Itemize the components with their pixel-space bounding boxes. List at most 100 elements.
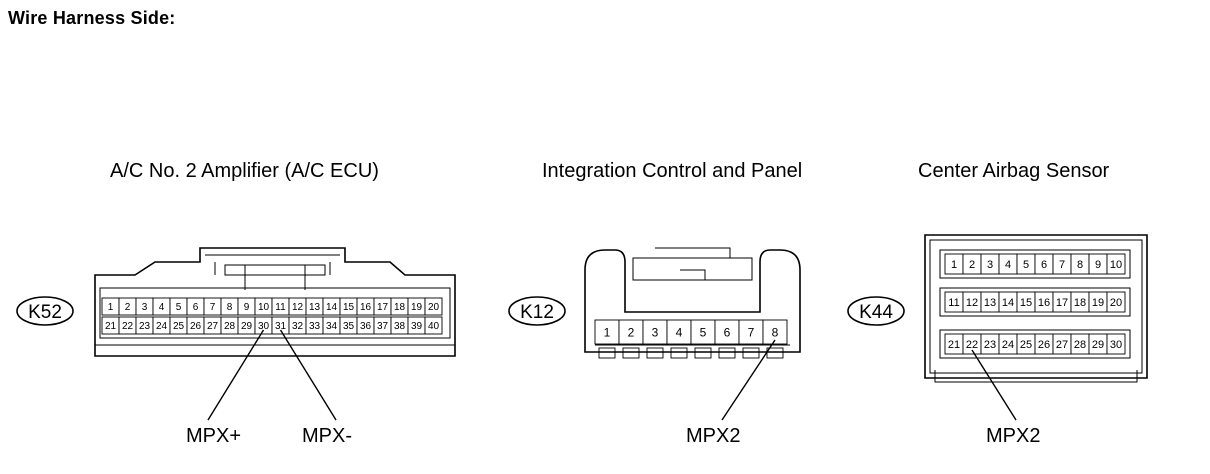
terminal-slot (598, 347, 616, 359)
pin-number: 40 (428, 321, 440, 332)
terminal-slot (622, 347, 640, 359)
pin-number: 26 (190, 321, 202, 332)
pin-number: 15 (343, 302, 355, 313)
pin-number: 13 (984, 297, 996, 309)
pin-number: 12 (966, 297, 978, 309)
pin-number: 18 (1074, 297, 1086, 309)
pin-number: 14 (1002, 297, 1014, 309)
connector-k44-title: Center Airbag Sensor (918, 160, 1110, 182)
terminal-slot (646, 347, 664, 359)
pin-number: 13 (309, 302, 321, 313)
pin-number: 23 (984, 339, 996, 351)
pin-number: 28 (224, 321, 236, 332)
pin-number: 29 (241, 321, 253, 332)
pin-block-outline (939, 249, 1131, 279)
pin-number: 11 (275, 302, 286, 313)
pin-number: 30 (1110, 339, 1122, 351)
pin-number: 28 (1074, 339, 1086, 351)
pin-number: 27 (207, 321, 219, 332)
pin-number: 24 (1002, 339, 1014, 351)
pin-number: 10 (258, 302, 270, 313)
connector-k12-code: K12 (520, 302, 554, 323)
signal-label-mpx-plus: MPX+ (186, 425, 242, 447)
pin-number: 29 (1092, 339, 1104, 351)
pin-number: 1 (108, 302, 114, 313)
pin-number: 3 (142, 302, 148, 313)
connector-k52-code: K52 (28, 302, 62, 323)
pin-number: 17 (1056, 297, 1068, 309)
pin-number: 9 (244, 302, 250, 313)
pin-cell (424, 316, 443, 335)
connector-k44-tag: K44 (847, 296, 905, 326)
pin-cell (618, 319, 644, 345)
pin-number: 8 (1077, 259, 1083, 271)
pin-number: 10 (1110, 259, 1122, 271)
signal-label-mpx-minus: MPX- (302, 425, 352, 447)
pin-number: 3 (987, 259, 993, 271)
signal-label-mpx2-k44: MPX2 (986, 425, 1041, 447)
leader-line-pin-22 (971, 349, 1017, 421)
page-title: Wire Harness Side: (8, 8, 176, 28)
pin-cell (666, 319, 692, 345)
pin-number: 7 (748, 325, 755, 339)
pin-number: 30 (258, 321, 270, 332)
connector-k44-body (924, 234, 1148, 383)
pin-number: 15 (1020, 297, 1032, 309)
pin-number: 19 (411, 302, 423, 313)
pin-cell (642, 319, 668, 345)
pin-cell (690, 319, 716, 345)
pin-number: 20 (428, 302, 440, 313)
pin-number: 36 (360, 321, 372, 332)
pin-number: 6 (1041, 259, 1047, 271)
pin-number: 17 (377, 302, 389, 313)
terminal-slot (670, 347, 688, 359)
pin-cell (424, 297, 443, 316)
pin-cell (1106, 333, 1126, 355)
signal-label-mpx2-k12: MPX2 (686, 425, 741, 447)
leader-line-pin-31 (279, 329, 337, 421)
pin-number: 4 (676, 325, 683, 339)
connector-k52-body (94, 247, 456, 357)
pin-number: 21 (105, 321, 117, 332)
pin-number: 25 (173, 321, 185, 332)
pin-number: 7 (1059, 259, 1065, 271)
pin-number: 27 (1056, 339, 1068, 351)
leader-line-pin-8 (721, 339, 776, 421)
pin-number: 34 (326, 321, 338, 332)
pin-block-outline (939, 329, 1131, 359)
pin-number: 26 (1038, 339, 1050, 351)
pin-number: 5 (700, 325, 707, 339)
pin-number: 6 (193, 302, 199, 313)
pin-number: 22 (122, 321, 134, 332)
pin-number: 33 (309, 321, 321, 332)
pin-cell (1106, 291, 1126, 313)
connector-k12-tag: K12 (508, 296, 566, 326)
signal-leader-lines (207, 329, 1017, 421)
connector-k12-body (584, 247, 801, 353)
pin-number: 14 (326, 302, 338, 313)
connector-k12-title: Integration Control and Panel (542, 160, 803, 182)
pin-number: 1 (951, 259, 957, 271)
leader-line-pin-30 (207, 329, 265, 421)
terminal-slot (718, 347, 736, 359)
pin-number: 32 (292, 321, 304, 332)
pin-cell (1106, 253, 1126, 275)
pin-block-outline (939, 287, 1131, 317)
pin-number: 38 (394, 321, 406, 332)
pin-number: 6 (724, 325, 731, 339)
pin-number: 12 (292, 302, 304, 313)
pin-number: 5 (176, 302, 182, 313)
pin-number: 24 (156, 321, 168, 332)
pin-number: 1 (604, 325, 611, 339)
pin-number: 20 (1110, 297, 1122, 309)
pin-number: 4 (159, 302, 165, 313)
pin-number: 7 (210, 302, 216, 313)
pin-number: 8 (227, 302, 233, 313)
pin-number: 2 (628, 325, 635, 339)
terminal-slot (742, 347, 760, 359)
pin-number: 37 (377, 321, 389, 332)
